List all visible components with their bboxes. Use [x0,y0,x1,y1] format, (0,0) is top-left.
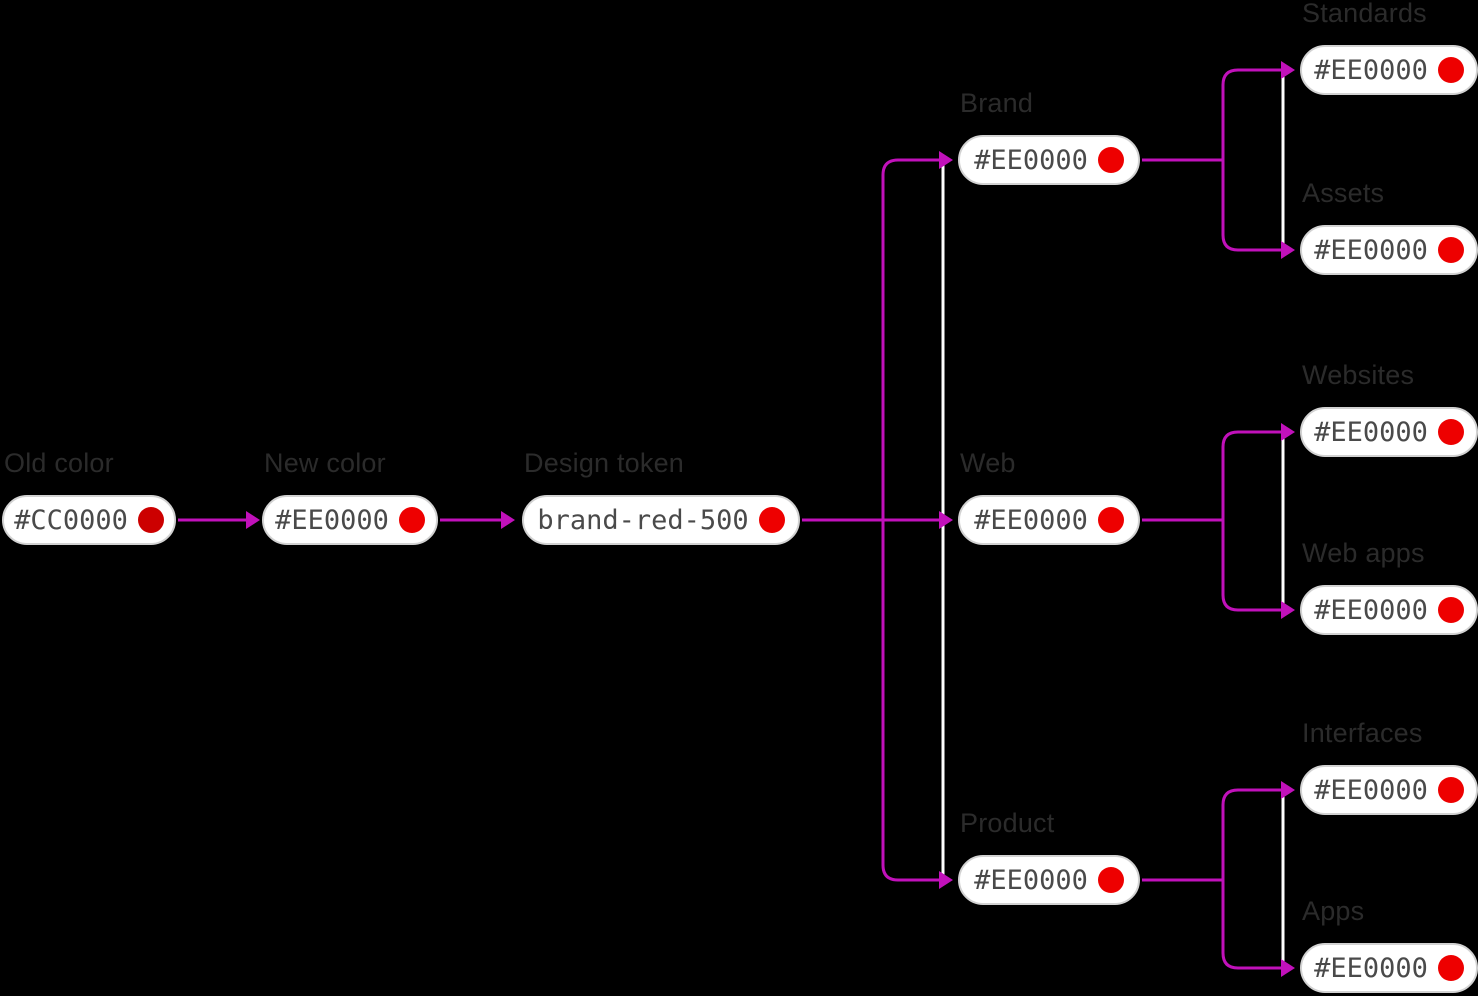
color-pill: #CC0000 [2,495,176,545]
color-pill: #EE0000 [1300,765,1478,815]
pill-value: #EE0000 [1314,234,1428,266]
color-pill: #EE0000 [1300,943,1478,993]
node-old-color: Old color #CC0000 [2,446,176,545]
swatch-dot-icon [1097,507,1124,533]
pill-value: #EE0000 [1314,416,1428,448]
node-brand: Brand #EE0000 [958,86,1140,185]
node-new-color: New color #EE0000 [262,446,438,545]
swatch-dot-icon [1437,955,1464,981]
swatch-dot-icon [1437,597,1464,623]
color-pill: brand-red-500 [522,495,800,545]
color-pill: #EE0000 [1300,585,1478,635]
node-label: Old color [4,448,114,478]
node-label: Interfaces [1302,718,1423,748]
node-label: Design token [524,448,684,478]
bracket-brand-children [1221,68,1281,252]
node-product: Product #EE0000 [958,806,1140,905]
node-web: Web #EE0000 [958,446,1140,545]
arrowhead-token-to-web [939,511,953,529]
pill-value: #EE0000 [974,864,1088,896]
pill-value: #EE0000 [1314,54,1428,86]
pill-value: brand-red-500 [537,504,749,536]
swatch-dot-icon [1437,237,1464,263]
swatch-dot-icon [1437,777,1464,803]
node-label: Standards [1302,0,1427,28]
swatch-dot-icon [758,507,785,533]
arrowhead-to-interfaces [1281,781,1295,799]
arrowhead-trunk-to-product [939,871,953,889]
node-label: Web [960,448,1016,478]
trunk-connector [881,158,940,882]
pill-value: #EE0000 [275,504,389,536]
node-design-token: Design token brand-red-500 [522,446,800,545]
node-label: New color [264,448,386,478]
swatch-dot-icon [1437,57,1464,83]
pill-value: #EE0000 [974,144,1088,176]
arrowhead-to-standards [1281,61,1295,79]
swatch-dot-icon [1097,867,1124,893]
color-pill: #EE0000 [958,495,1140,545]
color-pill: #EE0000 [958,135,1140,185]
node-label: Apps [1302,896,1365,926]
color-pill: #EE0000 [262,495,438,545]
arrowhead-new-to-token [501,511,515,529]
color-pill: #EE0000 [1300,45,1478,95]
arrowhead-trunk-to-brand [939,151,953,169]
node-websites: Websites #EE0000 [1300,358,1478,457]
color-pill: #EE0000 [1300,225,1478,275]
arrowhead-to-assets [1281,241,1295,259]
pill-value: #EE0000 [1314,952,1428,984]
swatch-dot-icon [398,507,425,533]
pill-value: #EE0000 [974,504,1088,536]
color-pill: #EE0000 [1300,407,1478,457]
pill-value: #EE0000 [1314,594,1428,626]
arrowhead-to-web-apps [1281,601,1295,619]
bracket-product-children [1221,788,1281,970]
arrowhead-to-apps [1281,959,1295,977]
node-assets: Assets #EE0000 [1300,176,1478,275]
node-label: Assets [1302,178,1385,208]
node-standards: Standards #EE0000 [1300,0,1478,95]
node-apps: Apps #EE0000 [1300,894,1478,993]
pill-value: #EE0000 [1314,774,1428,806]
swatch-dot-icon [1437,419,1464,445]
color-pill: #EE0000 [958,855,1140,905]
node-label: Websites [1302,360,1415,390]
swatch-dot-icon [137,507,164,533]
node-web-apps: Web apps #EE0000 [1300,536,1478,635]
arrowhead-old-to-new [246,511,260,529]
swatch-dot-icon [1097,147,1124,173]
node-label: Product [960,808,1055,838]
arrowhead-to-websites [1281,423,1295,441]
pill-value: #CC0000 [14,504,128,536]
node-interfaces: Interfaces #EE0000 [1300,716,1478,815]
bracket-web-children [1221,430,1281,612]
node-label: Brand [960,88,1034,118]
node-label: Web apps [1302,538,1425,568]
